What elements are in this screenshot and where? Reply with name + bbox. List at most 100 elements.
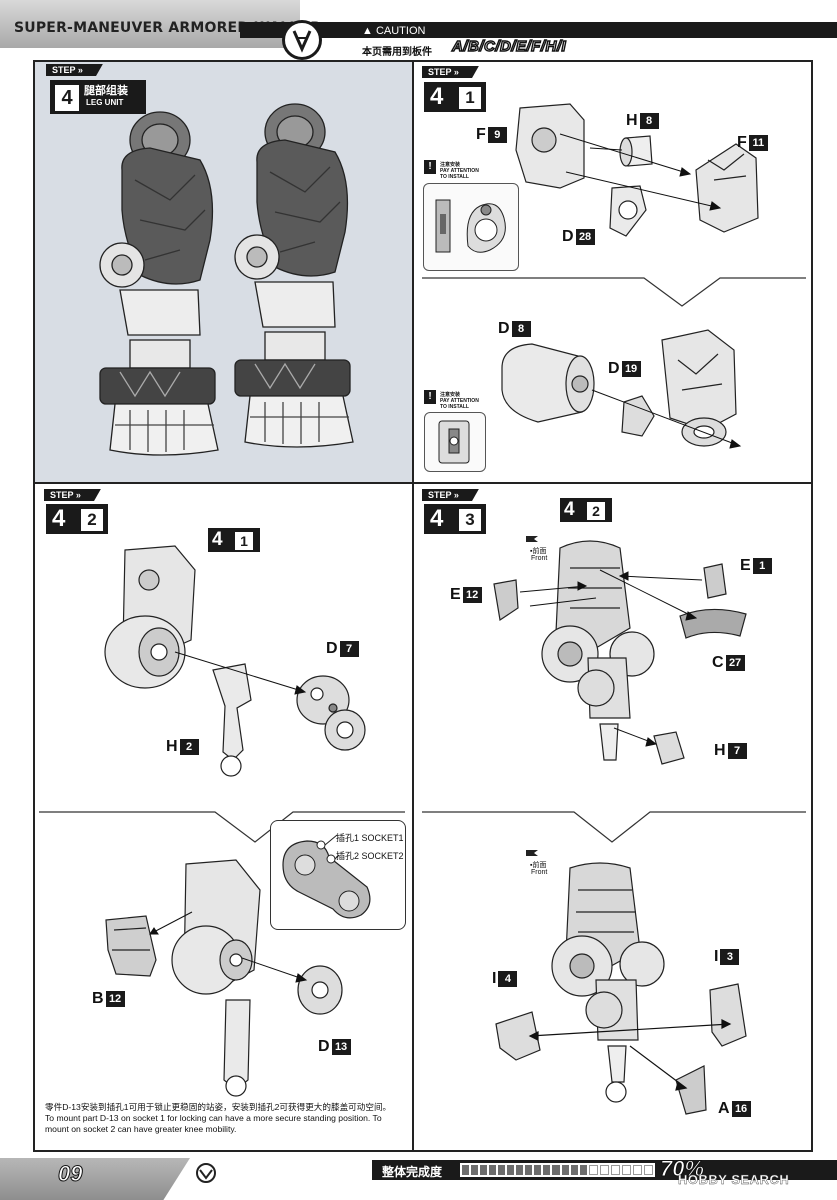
assembled-legs-illustration bbox=[99, 103, 354, 456]
progress-segment bbox=[599, 1165, 609, 1175]
footer-page-band bbox=[0, 1158, 190, 1200]
step-number: 4 bbox=[430, 505, 444, 532]
progress-segment bbox=[498, 1165, 506, 1175]
progress-track bbox=[460, 1163, 655, 1177]
progress-segment bbox=[507, 1165, 515, 1175]
socket-detail-box bbox=[270, 820, 406, 930]
progress-segment bbox=[543, 1165, 551, 1175]
page-number: 09 bbox=[57, 1161, 83, 1187]
step-4-3-drawing bbox=[493, 540, 747, 765]
part-orientation-detail bbox=[438, 420, 470, 464]
attention-cn: 注意安装 bbox=[440, 392, 461, 398]
step-title-cn: 腿部组装 bbox=[84, 85, 128, 97]
watermark: HOBBY SEARCH bbox=[678, 1172, 790, 1187]
caution-label: ▲ CAUTION bbox=[362, 25, 426, 37]
reference-step-number: 4 bbox=[564, 499, 575, 520]
step-tag: STEP » bbox=[422, 66, 479, 78]
attention-cn: 注意安装 bbox=[440, 162, 461, 168]
header-caution-bar bbox=[240, 22, 837, 38]
runner-list: A/B/C/D/E/F/H/I bbox=[451, 37, 567, 55]
step4-overview-panel bbox=[35, 62, 412, 482]
progress-segment bbox=[561, 1165, 569, 1175]
progress-segment bbox=[462, 1165, 470, 1175]
substep-separator-right-bottom bbox=[422, 811, 806, 843]
step-tag: STEP » bbox=[44, 489, 101, 501]
socket1-label: 插孔1 SOCKET1 bbox=[336, 833, 404, 843]
progress-segment bbox=[471, 1165, 479, 1175]
brand-logo bbox=[282, 20, 322, 60]
step-number: 4 bbox=[52, 505, 66, 532]
progress-segment bbox=[534, 1165, 542, 1175]
step-4-3-armor-drawing bbox=[495, 862, 747, 1115]
progress-segment bbox=[516, 1165, 524, 1175]
reference-substep-number: 2 bbox=[586, 501, 606, 521]
brand-mark-icon bbox=[196, 1163, 216, 1183]
step-title-en: LEG UNIT bbox=[86, 98, 124, 107]
progress-segment bbox=[579, 1165, 587, 1175]
front-flag-icon bbox=[526, 536, 538, 542]
attention-en-line1: PAY ATTENTION bbox=[440, 168, 479, 174]
front-label-en: Front bbox=[531, 555, 548, 562]
progress-segment bbox=[610, 1165, 620, 1175]
reference-substep-number: 1 bbox=[234, 531, 254, 551]
row-divider bbox=[33, 482, 813, 484]
progress-segment bbox=[621, 1165, 631, 1175]
note-en: To mount part D-13 on socket 1 for locki… bbox=[45, 1113, 382, 1134]
attention-en-line2: TO INSTALL bbox=[440, 174, 469, 180]
attention-en-line2: TO INSTALL bbox=[440, 404, 469, 410]
brand-emblem-icon bbox=[292, 30, 312, 53]
column-divider bbox=[412, 60, 414, 1152]
progress-segment bbox=[588, 1165, 598, 1175]
runners-notice: 本页需用到板件 bbox=[362, 47, 432, 58]
attention-icon: ! bbox=[424, 160, 436, 174]
socket2-label: 插孔2 SOCKET2 bbox=[336, 851, 404, 861]
attention-en-line1: PAY ATTENTION bbox=[440, 398, 479, 404]
attention-icon: ! bbox=[424, 390, 436, 404]
progress-label: 整体完成度 bbox=[382, 1165, 443, 1179]
front-label-cn: ▪前面 bbox=[530, 548, 547, 555]
front-label-cn: ▪前面 bbox=[530, 862, 547, 869]
step-4-1-parts-drawing bbox=[515, 103, 759, 237]
warning-icon: ▲ bbox=[362, 25, 373, 37]
step-tag: STEP » bbox=[422, 489, 479, 501]
step-4-2-drawing bbox=[104, 545, 366, 777]
substep-number: 2 bbox=[80, 508, 104, 532]
socket-diagram bbox=[282, 834, 371, 919]
step-tag: STEP » bbox=[46, 64, 103, 76]
progress-segment bbox=[489, 1165, 497, 1175]
step-number: 4 bbox=[54, 84, 80, 112]
progress-segment bbox=[552, 1165, 560, 1175]
substep-number: 3 bbox=[458, 508, 482, 532]
substep-separator-left-bottom bbox=[39, 811, 405, 843]
socket-note: 零件D-13安装到插孔1可用于锁止更稳固的站姿，安装到插孔2可获得更大的膝盖可动… bbox=[45, 1102, 407, 1135]
substep-number: 1 bbox=[458, 86, 482, 110]
step-number: 4 bbox=[430, 83, 444, 110]
progress-percent: 70% bbox=[659, 1156, 705, 1182]
front-label-en: Front bbox=[531, 869, 548, 876]
note-cn: 零件D-13安装到插孔1可用于锁止更稳固的站姿，安装到插孔2可获得更大的膝盖可动… bbox=[45, 1102, 392, 1112]
reference-step-number: 4 bbox=[212, 529, 223, 550]
step-4-2-socket-drawing bbox=[105, 859, 343, 1097]
attention-detail-box bbox=[424, 412, 486, 472]
progress-segment bbox=[632, 1165, 642, 1175]
front-flag-icon bbox=[526, 850, 538, 856]
instruction-frame bbox=[33, 60, 813, 1152]
progress-segment bbox=[480, 1165, 488, 1175]
progress-segment bbox=[525, 1165, 533, 1175]
step-4-1-subassembly-drawing bbox=[501, 329, 742, 449]
